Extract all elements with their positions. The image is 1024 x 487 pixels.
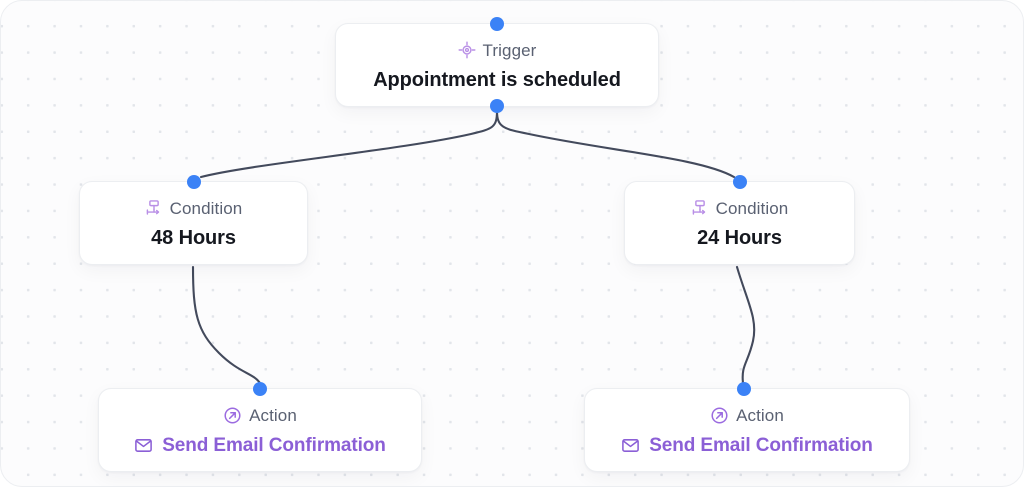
- node-kind-label: Action: [736, 406, 784, 425]
- branch-condition-icon: [691, 199, 709, 217]
- envelope-icon: [621, 436, 640, 455]
- port-top[interactable]: [186, 175, 201, 189]
- envelope-icon: [134, 436, 153, 455]
- node-title-row: Send Email Confirmation: [134, 436, 386, 455]
- branch-condition-icon: [145, 199, 163, 217]
- node-kind-label: Trigger: [482, 40, 537, 60]
- workflow-node-action-right[interactable]: Action Send Email Confirmation: [584, 382, 910, 472]
- node-title: 24 Hours: [697, 226, 782, 249]
- workflow-node-action-left[interactable]: Action Send Email Confirmation: [98, 382, 422, 472]
- node-kind-row: Condition: [691, 199, 789, 217]
- port-top[interactable]: [736, 382, 751, 396]
- node-title-row: Send Email Confirmation: [621, 436, 873, 455]
- port-top[interactable]: [490, 17, 504, 31]
- action-arrow-circle-icon: [710, 406, 729, 425]
- node-kind-row: Trigger: [458, 40, 537, 60]
- workflow-node-trigger[interactable]: Trigger Appointment is scheduled: [335, 17, 659, 113]
- edge-trigger-to-condition-left: [199, 109, 499, 179]
- edge-condition-right-to-action: [735, 265, 756, 385]
- node-title: 48 Hours: [151, 226, 236, 249]
- edge-trigger-to-condition-right: [495, 109, 736, 179]
- node-title: Send Email Confirmation: [649, 434, 873, 456]
- node-kind-row: Action: [223, 406, 297, 425]
- port-top[interactable]: [732, 175, 747, 189]
- node-kind-label: Action: [249, 406, 297, 425]
- action-arrow-circle-icon: [223, 406, 242, 425]
- node-kind-row: Condition: [145, 199, 243, 217]
- edge-condition-left-to-action: [191, 265, 262, 385]
- workflow-node-condition-48-hours[interactable]: Condition 48 Hours: [79, 175, 308, 265]
- port-bottom[interactable]: [490, 99, 504, 113]
- node-kind-label: Condition: [715, 198, 789, 218]
- node-title: Appointment is scheduled: [373, 68, 621, 91]
- node-kind-label: Condition: [169, 198, 243, 218]
- crosshair-target-icon: [458, 40, 476, 59]
- node-kind-row: Action: [710, 406, 784, 425]
- node-title: Send Email Confirmation: [162, 434, 386, 456]
- port-top[interactable]: [253, 382, 267, 396]
- workflow-node-condition-24-hours[interactable]: Condition 24 Hours: [624, 175, 855, 265]
